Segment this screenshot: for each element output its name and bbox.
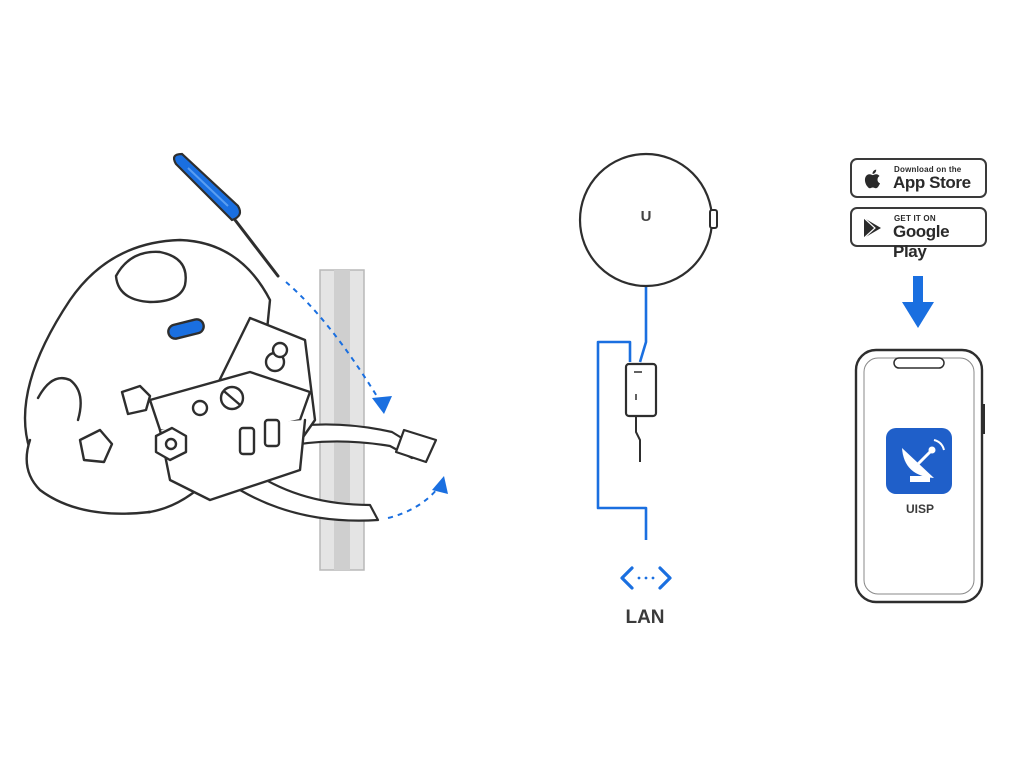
satellite-dish-icon (886, 428, 952, 494)
poe-adapter (624, 362, 658, 462)
device-logo: U (640, 208, 652, 225)
google-play-small-text: GET IT ON (894, 214, 936, 223)
antenna-unit (23, 238, 317, 515)
screwdriver-icon (172, 152, 280, 278)
tighten-arrows (285, 281, 439, 519)
play-triangle-icon (863, 217, 881, 239)
uisp-app-label[interactable]: UISP (905, 502, 934, 516)
app-store-big-text: App Store (893, 173, 971, 192)
download-arrow-icon (902, 276, 934, 328)
radio-device (578, 152, 718, 288)
mounting-pole (319, 269, 365, 571)
ethernet-cables (596, 284, 648, 540)
apple-icon (864, 169, 880, 189)
google-play-big-text: Google Play (893, 222, 950, 261)
arrowheads (372, 396, 448, 494)
lan-label: LAN (625, 607, 665, 628)
google-play-badge[interactable]: GET IT ON Google Play (850, 207, 987, 261)
app-store-small-text: Download on the (894, 165, 962, 174)
network-arrows-icon (620, 566, 672, 590)
app-store-badge[interactable]: Download on the App Store (850, 158, 987, 198)
